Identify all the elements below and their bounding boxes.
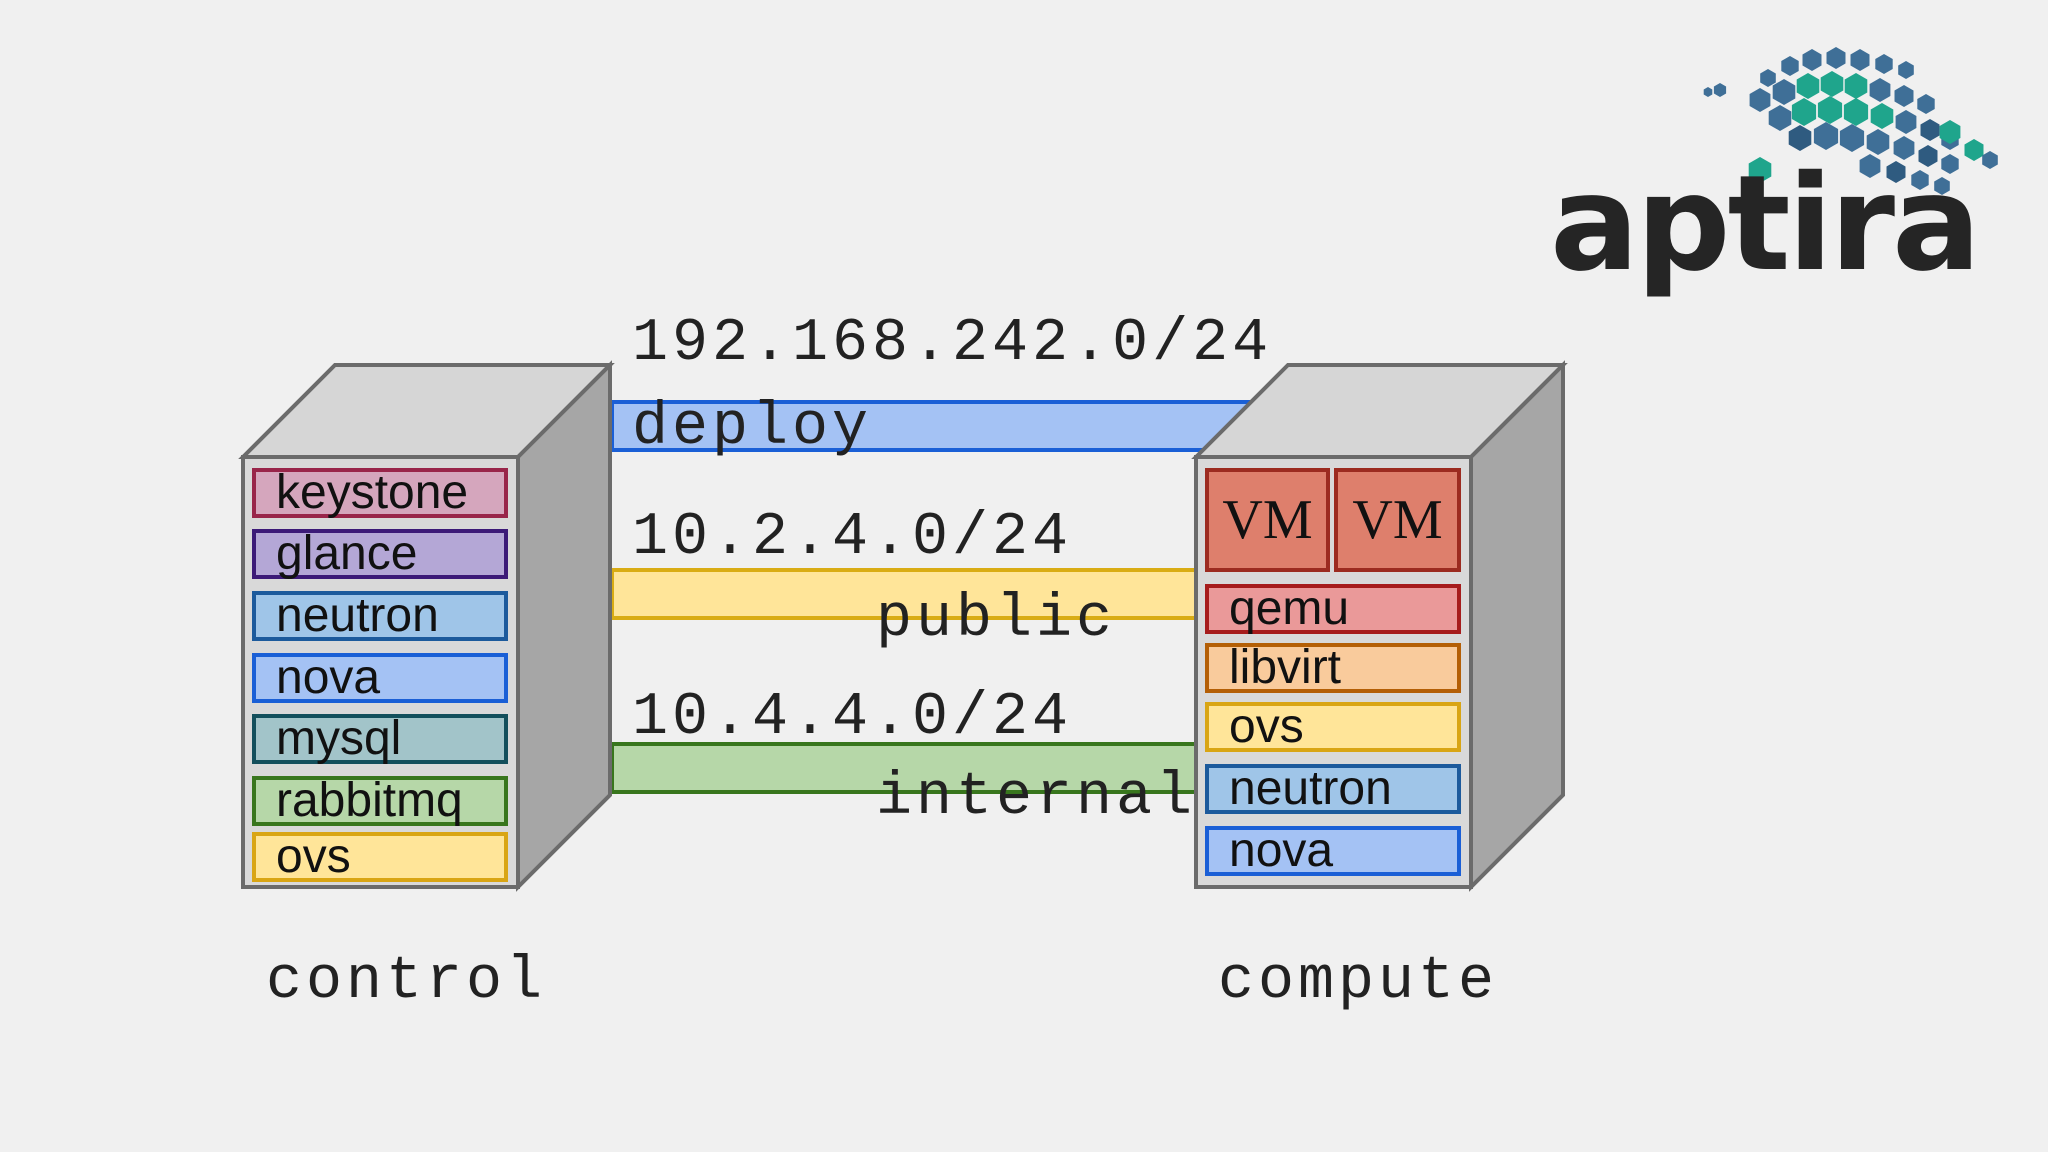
logo-hexagon [1866, 129, 1890, 155]
logo-hexagon [1893, 136, 1915, 160]
control-service-ovs: ovs [252, 832, 508, 882]
logo-hexagon [1934, 177, 1950, 195]
internal-network-band [610, 742, 1199, 794]
logo-hexagon [1791, 98, 1817, 126]
logo-hexagon [1796, 73, 1820, 99]
compute-server-side [1469, 360, 1565, 892]
compute-service-ovs: ovs [1205, 702, 1461, 752]
logo-hexagon [1713, 83, 1727, 97]
logo-hexagon [1859, 154, 1881, 178]
logo-hexagon [1839, 124, 1865, 152]
deploy-network-name: deploy [632, 394, 873, 462]
logo-hexagon [1844, 73, 1868, 99]
logo-hexagon [1748, 157, 1772, 183]
logo-hexagon [1911, 170, 1929, 190]
logo-hexagon [1802, 49, 1822, 71]
logo-hexagon [1869, 78, 1891, 102]
control-service-glance: glance [252, 529, 508, 579]
logo-hexagon [1917, 94, 1935, 114]
compute-server-label: compute [1218, 948, 1499, 1016]
internal-network-cidr: 10.4.4.0/24 [632, 684, 1073, 752]
control-service-neutron: neutron [252, 591, 508, 641]
compute-vm-1: VM [1205, 468, 1330, 572]
logo-hexagon [1894, 85, 1914, 107]
aptira-logo-wordmark: aptira [1550, 147, 1981, 301]
compute-vm-2: VM [1334, 468, 1461, 572]
logo-hexagon [1918, 145, 1938, 167]
logo-hexagon [1875, 54, 1893, 74]
control-service-nova: nova [252, 653, 508, 703]
compute-service-neutron: neutron [1205, 764, 1461, 814]
logo-hexagon [1886, 161, 1906, 183]
logo-hexagon [1964, 139, 1984, 161]
logo-hexagon [1817, 96, 1843, 124]
aptira-logo-mark [1703, 47, 1998, 195]
logo-hexagon [1843, 98, 1869, 126]
logo-hexagon [1768, 105, 1792, 131]
logo-hexagon [1826, 47, 1846, 69]
logo-hexagon [1850, 49, 1870, 71]
control-server-side [516, 360, 612, 892]
logo-hexagon [1939, 120, 1961, 144]
logo-hexagon [1749, 88, 1771, 112]
compute-service-libvirt: libvirt [1205, 643, 1461, 693]
logo-hexagon [1703, 87, 1713, 97]
compute-service-qemu: qemu [1205, 584, 1461, 634]
control-server-label: control [266, 948, 547, 1016]
internal-network-name: internal [876, 764, 1197, 832]
public-network-cidr: 10.2.4.0/24 [632, 504, 1073, 572]
public-network-name: public [876, 586, 1117, 654]
logo-hexagon [1781, 56, 1799, 76]
logo-hexagon [1895, 110, 1917, 134]
compute-service-nova: nova [1205, 826, 1461, 876]
logo-hexagon [1982, 151, 1998, 169]
logo-hexagon [1813, 122, 1839, 150]
logo-hexagon [1820, 71, 1844, 97]
logo-hexagon [1760, 69, 1776, 87]
control-service-keystone: keystone [252, 468, 508, 518]
logo-hexagon [1772, 79, 1796, 105]
control-service-rabbitmq: rabbitmq [252, 776, 508, 826]
logo-hexagon [1920, 119, 1940, 141]
logo-hexagon [1788, 125, 1812, 151]
public-network-band [610, 568, 1199, 620]
deploy-network-cidr: 192.168.242.0/24 [632, 310, 1273, 378]
logo-hexagon [1941, 154, 1959, 174]
logo-hexagon [1898, 61, 1914, 79]
control-service-mysql: mysql [252, 714, 508, 764]
logo-hexagon [1870, 103, 1894, 129]
